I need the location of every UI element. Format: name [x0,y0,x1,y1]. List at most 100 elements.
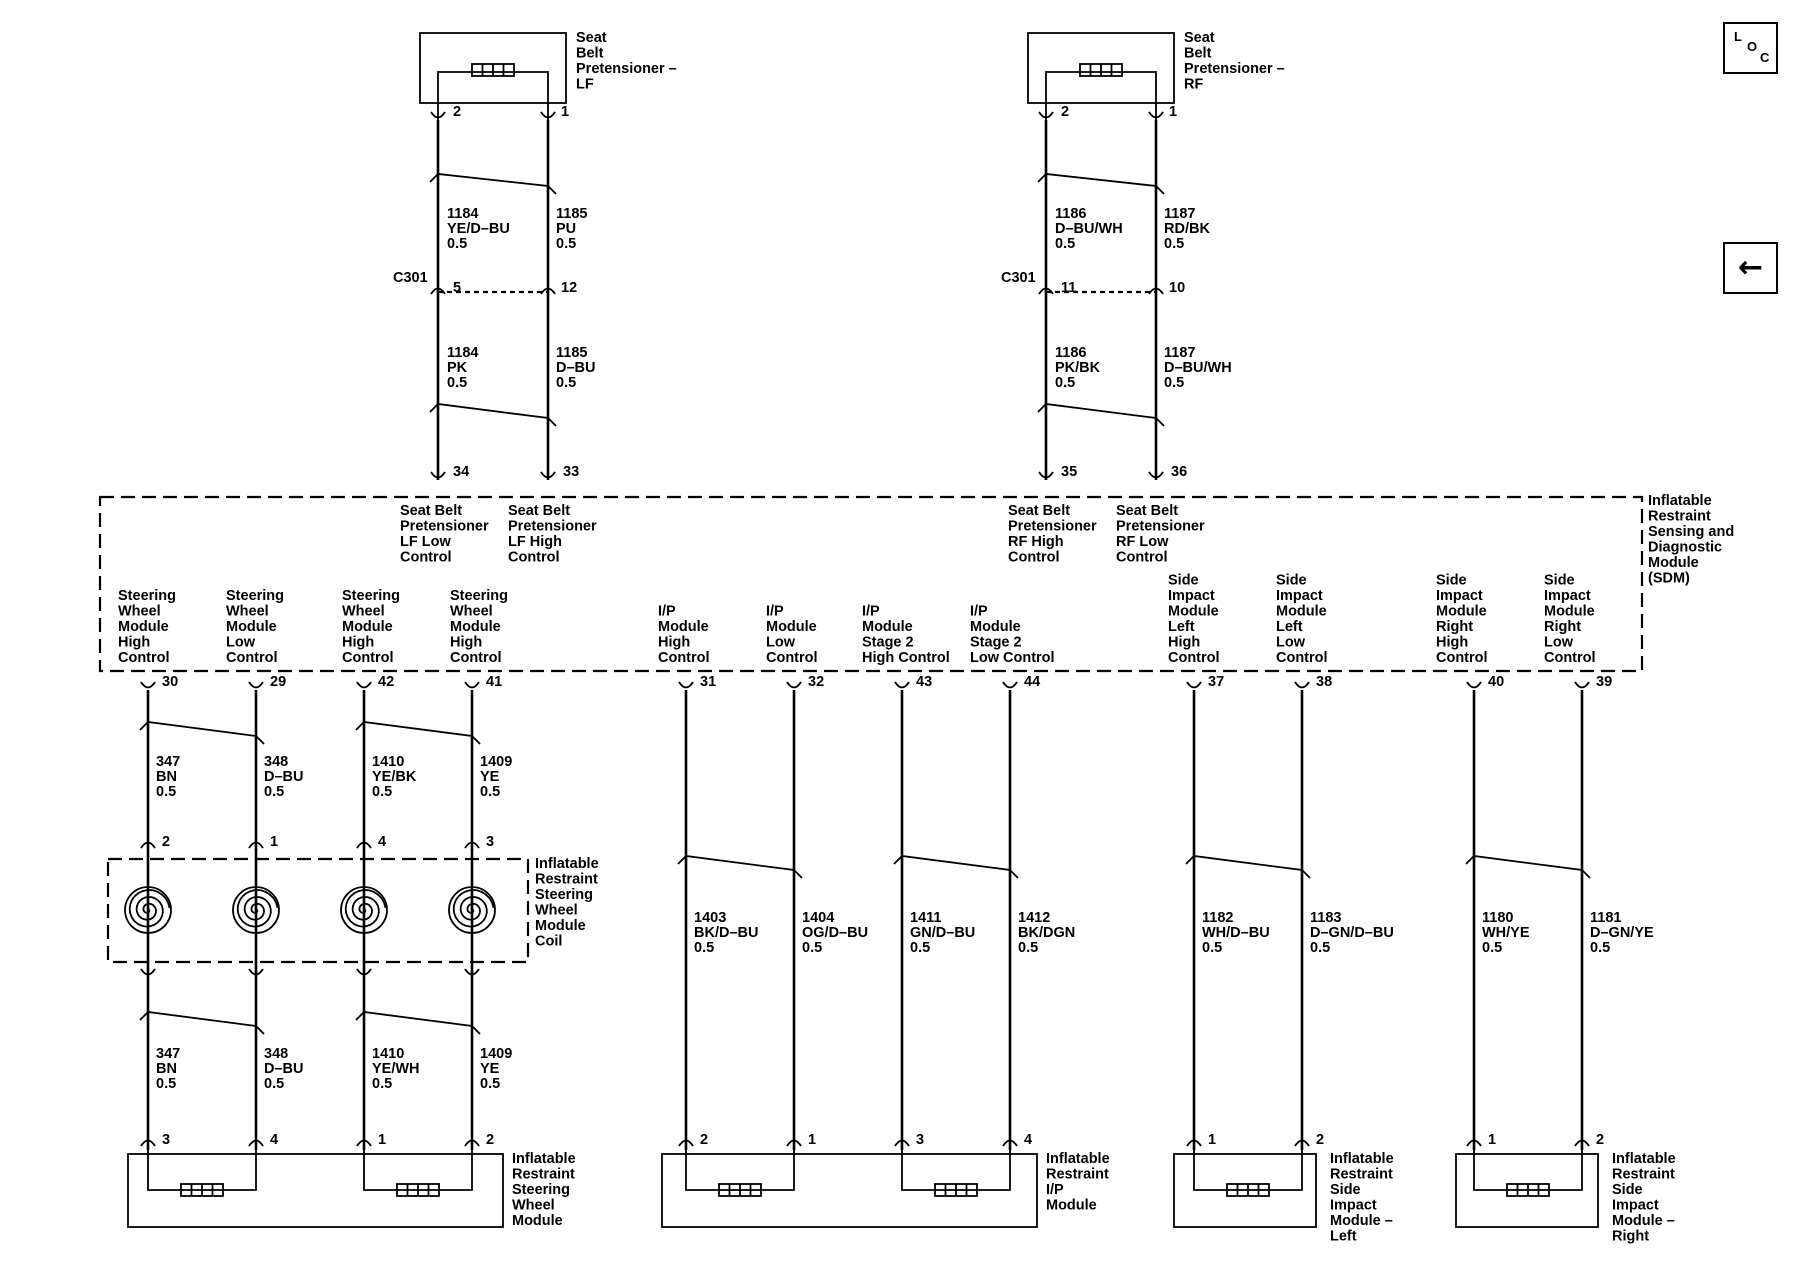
pin-label: 2 [1061,104,1069,120]
wire-label-line: D–BU/WH [1164,360,1232,376]
sdm-circuit-label-line: I/P [970,604,988,620]
module-label-line: Inflatable [1330,1151,1394,1167]
sdm-pin-label: 31 [700,674,716,690]
sdm-pin-label: 30 [162,674,178,690]
sdm-circuit-label-line: Pretensioner [1116,519,1205,535]
sdm-circuit-label-line: Module [1276,604,1327,620]
sdm-circuit-label-line: Control [658,650,710,666]
wire-label-line: 348 [264,754,288,770]
coil-pin-label: 4 [378,834,386,850]
clockspring-spiral [128,889,171,928]
connector-pin-label: 5 [453,280,461,296]
connector-pin-label: 11 [1061,280,1076,296]
loc-letter-c: C [1760,50,1770,65]
module-label-line: Wheel [512,1198,555,1214]
module-label-line: Steering [512,1182,570,1198]
module-label-line: Impact [1330,1198,1377,1214]
sdm-circuit-label-line: Module [862,619,913,635]
sdm-circuit-label-line: Stage 2 [970,635,1022,651]
sdm-circuit-label-line: Side [1436,573,1467,589]
location-button[interactable]: L O C [1723,22,1778,74]
wire-label-line: 347 [156,1046,180,1062]
sdm-circuit-label-line: High [658,635,690,651]
connector-terminal [894,681,910,689]
connector-terminal [1148,287,1164,295]
sdm-label-line: Sensing and [1648,524,1734,540]
sdm-pin-label: 40 [1488,674,1504,690]
connector-terminal [464,1139,480,1147]
wire-label-line: YE [480,769,500,785]
sdm-pin-label: 43 [916,674,932,690]
sdm-circuit-label-line: Control [766,650,818,666]
sdm-circuit-label-line: Side [1544,573,1575,589]
module-label-line: I/P [1046,1182,1064,1198]
connector-terminal [140,968,156,976]
connector-terminal [1466,681,1482,689]
ip-module-box [661,1153,1038,1228]
pretensioner-rf-box [1027,32,1175,104]
sdm-circuit-label-line: Right [1544,619,1581,635]
wire-label-line: D–GN/YE [1590,925,1654,941]
sdm-circuit-label-line: Control [1116,550,1168,566]
sdm-circuit-label-line: Control [342,650,394,666]
sdm-boundary [98,495,1644,673]
connector-terminal [356,1139,372,1147]
wire-label-line: PU [556,221,576,237]
sdm-circuit-label-line: Module [658,619,709,635]
wire-label-line: OG/D–BU [802,925,868,941]
sdm-circuit-label-line: Pretensioner [1008,519,1097,535]
sdm-circuit-label-line: Seat Belt [508,503,570,519]
module-pin-label: 1 [378,1132,386,1148]
wire-label-line: 0.5 [447,375,467,391]
connector-terminal [1148,471,1164,479]
module-pin-label: 4 [270,1132,278,1148]
wire-label-line: D–BU [264,769,303,785]
wire-label-line: 347 [156,754,180,770]
sdm-pin-label: 44 [1024,674,1040,690]
connector-terminal [1466,1139,1482,1147]
twisted-pair-marker [355,1011,481,1035]
wire-label-line: 1411 [910,910,941,926]
sdm-circuit-label-line: Module [1544,604,1595,620]
module-label-line: Side [1612,1182,1643,1198]
wire-label-line: 1183 [1310,910,1341,926]
wire-label-line: 1404 [802,910,834,926]
connector-terminal [464,841,480,849]
clockspring-coil-icon [448,886,496,934]
back-button[interactable]: ← [1723,242,1778,294]
sdm-label-line: (SDM) [1648,571,1690,587]
connector-terminal [140,681,156,689]
sdm-pin-label: 41 [486,674,502,690]
module-label-line: Restraint [512,1167,575,1183]
wire-label-line: 1182 [1202,910,1233,926]
wire-label-line: YE/BK [372,769,417,785]
module-pin-label: 3 [162,1132,170,1148]
wire-label-line: 1185 [556,206,587,222]
sdm-circuit-label-line: Low [1276,635,1306,651]
wire-label-line: 0.5 [264,784,284,800]
clockspring-coil-icon [232,886,280,934]
sdm-circuit-label-line: Steering [342,588,400,604]
pretensioner-label-line: Belt [1184,46,1212,62]
sdm-circuit-label-line: I/P [862,604,880,620]
diagram-shapes [98,32,1644,1228]
sdm-circuit-label-line: High [1436,635,1468,651]
module-label-line: Restraint [1046,1167,1109,1183]
sdm-circuit-label-line: Steering [118,588,176,604]
coil-label-line: Restraint [535,872,598,888]
sdm-circuit-label-line: Impact [1436,588,1483,604]
connector-terminal [464,968,480,976]
connector-terminal [356,968,372,976]
twisted-pair-marker [139,721,265,745]
wire-label-line: 0.5 [480,1076,500,1092]
wire-label-line: 0.5 [910,940,930,956]
connector-terminal [1574,1139,1590,1147]
module-pin-label: 2 [1316,1132,1324,1148]
connector-terminal [1294,1139,1310,1147]
wire-label-line: D–BU [556,360,595,376]
wire-label-line: 0.5 [1164,375,1184,391]
wire-label-line: GN/D–BU [910,925,975,941]
wire-label-line: BN [156,1061,177,1077]
connector-terminal [786,1139,802,1147]
sdm-circuit-label-line: Seat Belt [1008,503,1070,519]
